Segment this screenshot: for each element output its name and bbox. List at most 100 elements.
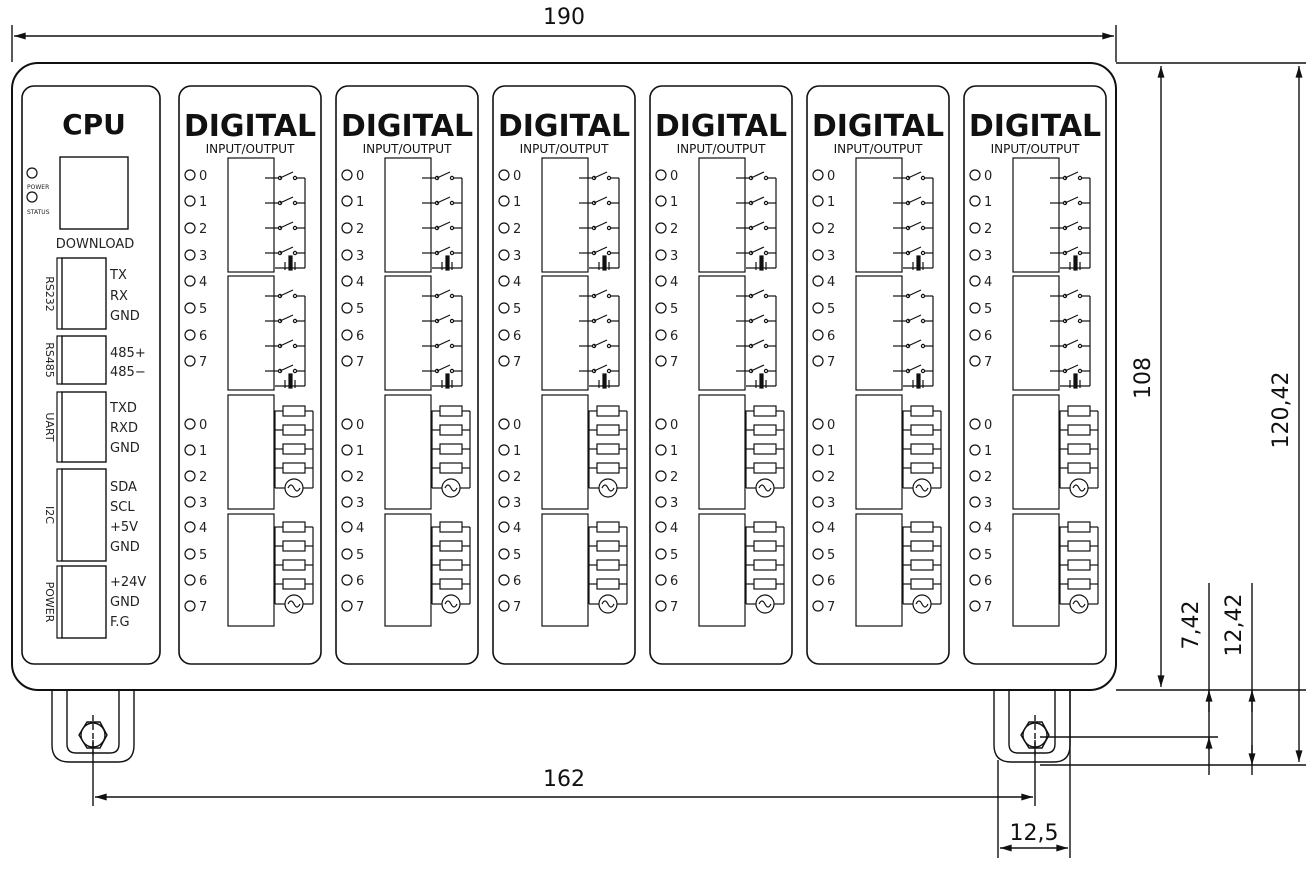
output-led [184,444,196,456]
module-subtitle: INPUT/OUTPUT [991,142,1080,156]
input-channel-label: 2 [356,222,364,237]
input-channel-label: 5 [356,302,364,317]
terminal-block [541,394,589,510]
input-led [812,195,824,207]
output-led [969,496,981,508]
output-channel-label: 1 [827,444,835,459]
i2c-pin-5v: +5V [110,520,138,535]
input-channel-label: 2 [199,222,207,237]
rs485-pin-plus: 485+ [110,346,146,361]
output-led [655,496,667,508]
output-channel-label: 1 [984,444,992,459]
rs232-pin-gnd: GND [110,309,140,324]
output-channel-label: 6 [513,574,521,589]
input-channel-label: 4 [984,275,992,290]
input-led [184,275,196,287]
power-led [26,167,38,179]
input-channel-label: 1 [513,195,521,210]
dimension-lines [11,25,1306,858]
input-led [812,275,824,287]
output-channel-label: 2 [827,470,835,485]
terminal-block [855,394,903,510]
power-pin-fg: F.G [110,615,130,630]
uart-pin-txd: TXD [109,401,137,416]
output-led [498,548,510,560]
input-channel-label: 6 [670,329,678,344]
output-led [969,521,981,533]
output-led [655,521,667,533]
output-channel-label: 5 [827,548,835,563]
terminal-block [227,157,275,273]
output-load-group [588,405,628,498]
module-frame [963,85,1107,665]
input-channel-label: 5 [670,302,678,317]
input-led [341,195,353,207]
output-led [655,470,667,482]
output-channel-label: 6 [984,574,992,589]
input-channel-label: 2 [513,222,521,237]
input-channel-label: 0 [984,169,992,184]
output-load-group [431,405,471,498]
terminal-block [698,275,746,391]
output-channel-label: 7 [984,600,992,615]
input-channel-label: 1 [827,195,835,210]
terminal-block [227,513,275,627]
uart-connector [61,391,107,463]
input-channel-label: 1 [670,195,678,210]
terminal-block [541,275,589,391]
input-led [498,275,510,287]
output-channel-label: 5 [984,548,992,563]
output-led [341,444,353,456]
module-subtitle: INPUT/OUTPUT [520,142,609,156]
power-label: POWER [43,582,56,623]
input-led [184,302,196,314]
input-channel-label: 7 [199,355,207,370]
module-frame [178,85,322,665]
output-channel-label: 3 [513,496,521,511]
output-led [498,574,510,586]
i2c-pin-gnd: GND [110,540,140,555]
output-channel-label: 6 [827,574,835,589]
output-channel-label: 0 [199,418,207,433]
input-channel-label: 3 [984,249,992,264]
input-led [341,249,353,261]
input-channel-label: 4 [670,275,678,290]
terminal-block [384,157,432,273]
output-load-group [274,521,314,614]
output-channel-label: 0 [513,418,521,433]
output-led [498,418,510,430]
output-led [969,548,981,560]
input-channel-label: 5 [199,302,207,317]
mount-tab-right [993,690,1071,763]
terminal-block [227,394,275,510]
output-channel-label: 6 [356,574,364,589]
input-switch-group [893,171,934,271]
input-switch-group [265,171,306,271]
dim-offset-small: 7,42 [1179,601,1204,650]
output-led [184,418,196,430]
output-channel-label: 1 [356,444,364,459]
mount-tab-left [51,690,135,763]
input-channel-label: 1 [356,195,364,210]
module-title: DIGITAL [655,109,787,144]
terminal-block [1012,275,1060,391]
terminal-block [855,513,903,627]
input-channel-label: 7 [513,355,521,370]
output-channel-label: 0 [827,418,835,433]
output-channel-label: 2 [670,470,678,485]
terminal-block [541,513,589,627]
output-led [341,548,353,560]
input-switch-group [579,289,620,389]
output-channel-label: 3 [984,496,992,511]
input-switch-group [422,289,463,389]
input-switch-group [579,171,620,271]
rs232-label: RS232 [43,276,56,312]
i2c-pin-sda: SDA [110,480,137,495]
output-led [969,600,981,612]
output-channel-label: 5 [513,548,521,563]
input-channel-label: 4 [827,275,835,290]
output-led [498,444,510,456]
terminal-block [384,513,432,627]
